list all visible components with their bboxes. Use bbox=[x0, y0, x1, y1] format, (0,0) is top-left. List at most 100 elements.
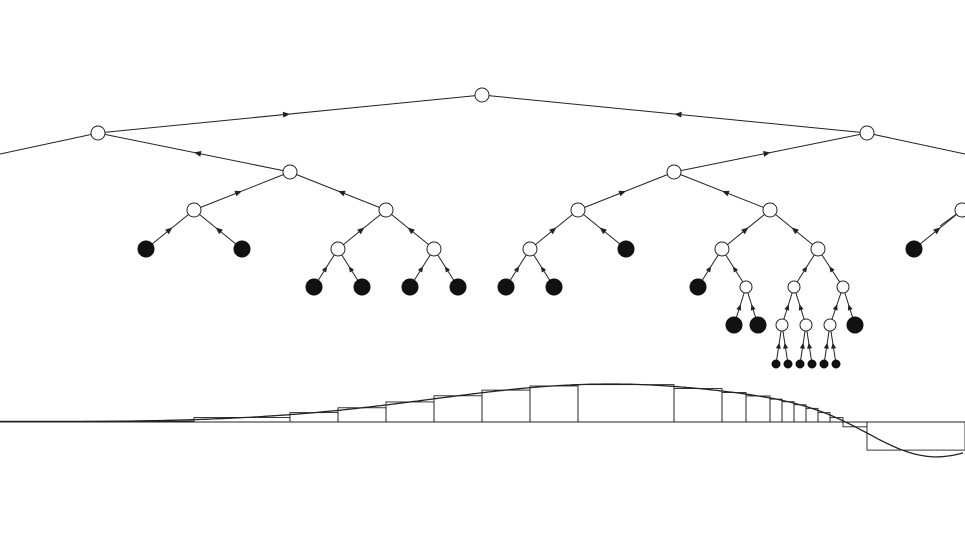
internal-node bbox=[90, 125, 106, 141]
internal-node bbox=[426, 241, 442, 257]
edge-arrow bbox=[784, 304, 790, 311]
tree-edge-offscreen bbox=[0, 132, 99, 155]
leaf-node bbox=[831, 359, 841, 369]
tree-nodes bbox=[90, 87, 965, 369]
edge-arrow bbox=[417, 266, 424, 273]
leaf-node bbox=[497, 278, 515, 296]
leaf-node bbox=[725, 316, 743, 334]
edge-arrow bbox=[798, 304, 804, 311]
edge-arrow bbox=[407, 227, 415, 235]
leaf-node bbox=[305, 278, 323, 296]
approximation-cell bbox=[769, 398, 783, 423]
edge-arrow bbox=[732, 266, 739, 273]
internal-node bbox=[954, 202, 965, 218]
edge-arrow bbox=[357, 227, 365, 235]
internal-node bbox=[330, 241, 346, 257]
internal-node bbox=[666, 164, 682, 180]
leaf-node bbox=[401, 278, 419, 296]
edge-arrow bbox=[741, 227, 749, 235]
edge-arrow bbox=[444, 266, 451, 273]
leaf-node bbox=[807, 359, 817, 369]
edge-arrow bbox=[234, 190, 242, 197]
edge-arrow bbox=[549, 227, 557, 235]
edge-arrow bbox=[165, 227, 173, 235]
leaf-node bbox=[749, 316, 767, 334]
approximation-cell bbox=[481, 389, 531, 423]
edge-arrow bbox=[722, 190, 730, 197]
edge-arrow bbox=[847, 304, 853, 311]
internal-node bbox=[474, 87, 490, 103]
edge-arrow bbox=[829, 266, 835, 273]
edge-arrow bbox=[618, 190, 626, 197]
edge-arrow bbox=[831, 342, 837, 349]
edge-arrow bbox=[832, 304, 838, 311]
internal-node bbox=[823, 318, 837, 332]
leaf-node bbox=[545, 278, 563, 296]
edge-arrow bbox=[934, 227, 941, 234]
edge-arrow bbox=[348, 266, 355, 273]
internal-node bbox=[522, 241, 538, 257]
approximation-cell bbox=[433, 395, 483, 423]
edge-arrow bbox=[674, 111, 682, 118]
internal-node bbox=[836, 280, 850, 294]
edge-arrow bbox=[705, 266, 712, 273]
edge-arrow bbox=[791, 227, 799, 235]
approximation-cell bbox=[577, 384, 675, 423]
leaf-node bbox=[771, 359, 781, 369]
edge-arrow bbox=[513, 266, 520, 273]
internal-node bbox=[859, 125, 875, 141]
edge-arrow bbox=[338, 190, 346, 197]
leaf-node bbox=[689, 278, 707, 296]
internal-node bbox=[378, 202, 394, 218]
edge-arrow bbox=[801, 266, 808, 273]
edge-arrow bbox=[823, 342, 829, 349]
approximation-cell bbox=[866, 421, 965, 451]
approximation-cell bbox=[745, 395, 771, 423]
leaf-node bbox=[905, 240, 923, 258]
approximation-cell bbox=[721, 392, 747, 423]
internal-node bbox=[810, 241, 826, 257]
edge-arrow bbox=[799, 342, 805, 349]
edge-arrow bbox=[194, 151, 202, 157]
leaf-node bbox=[846, 316, 864, 334]
approximation-cell bbox=[781, 401, 795, 423]
edge-arrow bbox=[807, 342, 813, 349]
edge-arrow bbox=[763, 151, 771, 157]
edge-arrow bbox=[540, 266, 547, 273]
internal-node bbox=[762, 202, 778, 218]
edge-arrow bbox=[282, 111, 290, 118]
approximation-cell bbox=[385, 401, 435, 423]
internal-node bbox=[570, 202, 586, 218]
internal-node bbox=[775, 318, 789, 332]
internal-node bbox=[714, 241, 730, 257]
edge-arrow bbox=[321, 266, 328, 273]
leaf-node bbox=[783, 359, 793, 369]
internal-node bbox=[799, 318, 813, 332]
edge-arrow bbox=[775, 342, 781, 349]
leaf-node bbox=[353, 278, 371, 296]
internal-node bbox=[186, 202, 202, 218]
internal-node bbox=[282, 164, 298, 180]
approximation-cell bbox=[793, 404, 807, 423]
leaf-node bbox=[137, 240, 155, 258]
tree-edge-offscreen bbox=[866, 132, 965, 155]
internal-node bbox=[739, 280, 753, 294]
approximation-cell bbox=[529, 385, 579, 423]
edge-arrow bbox=[750, 304, 756, 311]
piecewise-boxes bbox=[0, 384, 965, 451]
approximation-cell bbox=[673, 388, 723, 423]
edge-arrow bbox=[215, 227, 223, 235]
internal-node bbox=[787, 280, 801, 294]
leaf-node bbox=[617, 240, 635, 258]
edge-arrow bbox=[736, 304, 742, 311]
edge-arrow bbox=[783, 342, 789, 349]
leaf-node bbox=[819, 359, 829, 369]
leaf-node bbox=[795, 359, 805, 369]
edge-arrow bbox=[599, 227, 607, 235]
smooth-curve bbox=[0, 383, 964, 458]
leaf-node bbox=[233, 240, 251, 258]
leaf-node bbox=[449, 278, 467, 296]
